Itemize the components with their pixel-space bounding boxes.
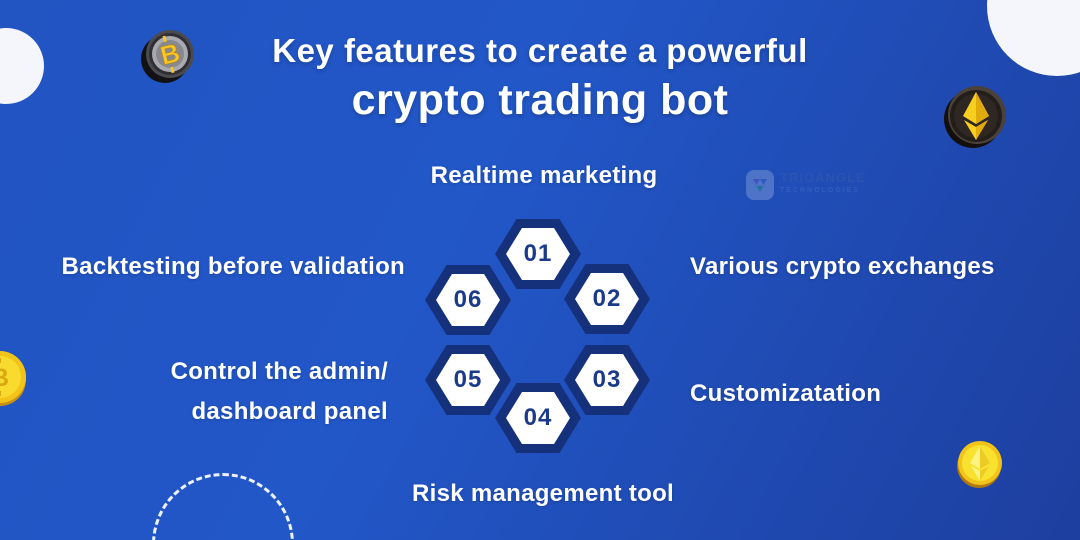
- hexagon-step-02: 02: [564, 264, 650, 334]
- hexagon-inner: 02: [575, 273, 639, 325]
- ethereum-gold-coin-icon: [956, 440, 1004, 490]
- decorative-dashed-circle: [152, 473, 294, 540]
- feature-label-customizatation: Customizatation: [690, 380, 882, 407]
- bitcoin-dark-coin-icon: B: [140, 27, 196, 85]
- hexagon-number: 03: [592, 366, 622, 393]
- feature-label-control-admin-line1: Control the admin/: [170, 358, 388, 385]
- hexagon-number: 06: [453, 286, 483, 313]
- feature-label-realtime-marketing: Realtime marketing: [430, 162, 658, 189]
- feature-label-control-admin: Control the admin/ dashboard panel: [171, 352, 388, 432]
- title-line-2: crypto trading bot: [351, 76, 729, 124]
- ethereum-dark-coin-icon: [943, 84, 1009, 150]
- title-line-1: Key features to create a powerful: [272, 32, 808, 69]
- hexagon-inner: 04: [506, 392, 570, 444]
- hexagon-number: 04: [523, 404, 553, 431]
- svg-text:B: B: [0, 364, 9, 392]
- feature-label-risk-management-tool: Risk management tool: [411, 480, 675, 507]
- hexagon-step-05: 05: [425, 345, 511, 415]
- bitcoin-gold-coin-icon: B: [0, 350, 28, 406]
- watermark-logo-icon: [746, 170, 774, 200]
- hexagon-number: 01: [523, 240, 553, 267]
- feature-label-backtesting: Backtesting before validation: [61, 253, 405, 280]
- hexagon-number: 05: [453, 366, 483, 393]
- watermark-name: TRIOANGLE: [780, 170, 866, 185]
- hexagon-step-04: 04: [495, 383, 581, 453]
- watermark-subtext: TECHNOLOGIES: [780, 187, 861, 194]
- hexagon-number: 02: [592, 285, 622, 312]
- feature-label-control-admin-line2: dashboard panel: [191, 398, 388, 425]
- hexagon-inner: 01: [506, 228, 570, 280]
- hexagon-inner: 03: [575, 354, 639, 406]
- hexagon-step-03: 03: [564, 345, 650, 415]
- hexagon-step-01: 01: [495, 219, 581, 289]
- watermark: TRIOANGLE TECHNOLOGIES: [746, 170, 866, 200]
- page-title: Key features to create a powerful crypto…: [0, 32, 1080, 125]
- hexagon-step-06: 06: [425, 265, 511, 335]
- feature-label-various-crypto-exchanges: Various crypto exchanges: [690, 253, 995, 280]
